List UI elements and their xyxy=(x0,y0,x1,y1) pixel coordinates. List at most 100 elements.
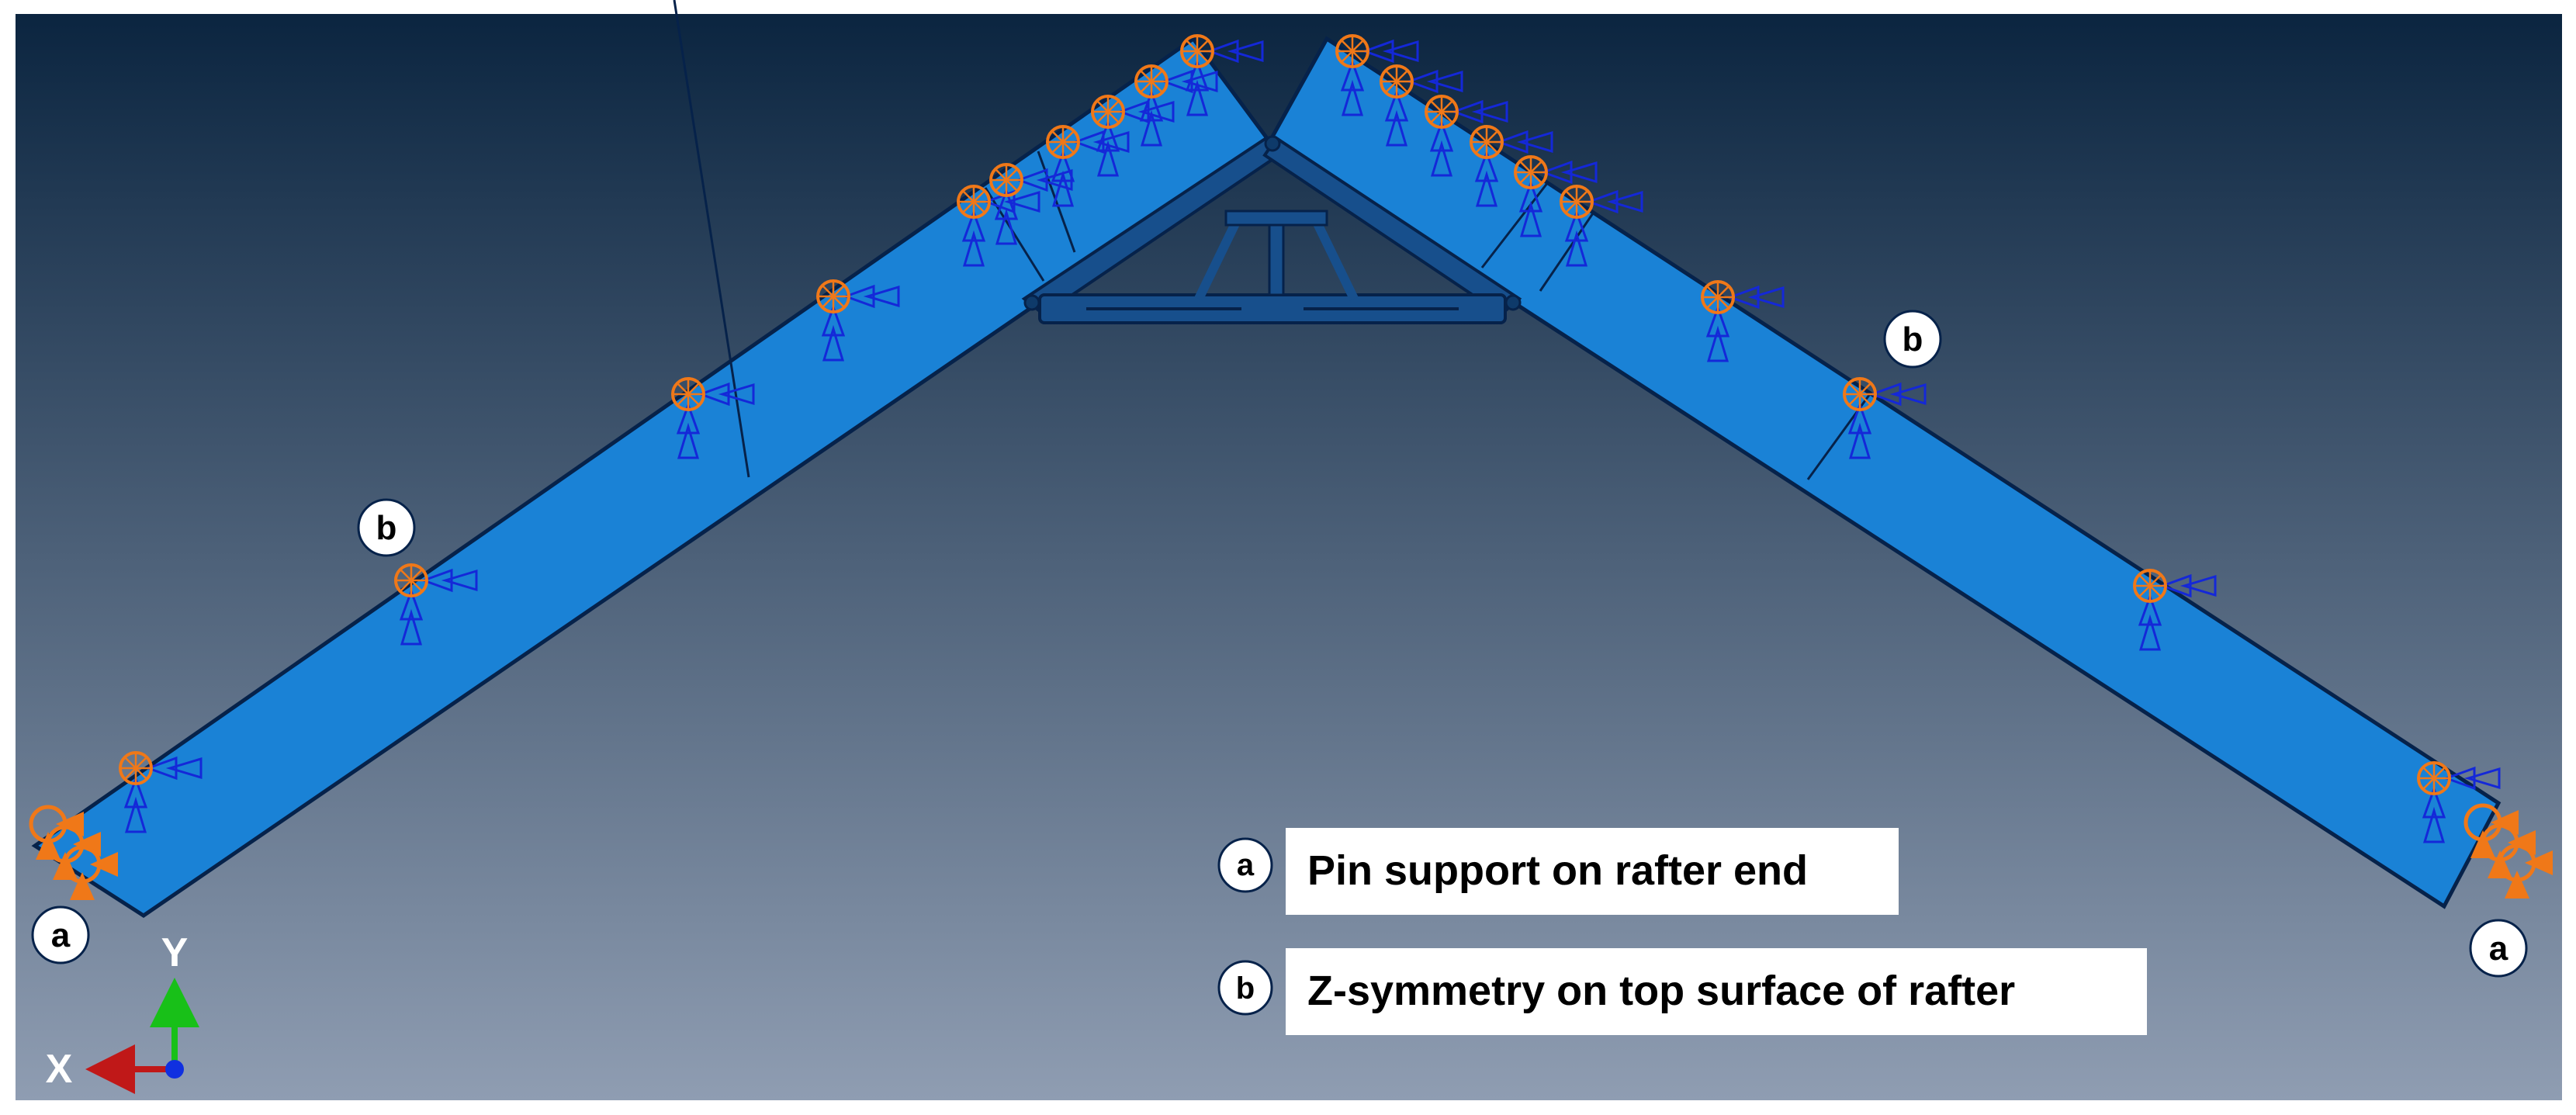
z-symmetry-markers xyxy=(119,34,2501,843)
callout-letter: a xyxy=(51,916,71,954)
symmetry-cone xyxy=(123,775,148,833)
rafter-right[interactable] xyxy=(1265,36,2502,909)
wheel-spoke xyxy=(1474,130,1499,154)
symmetry-cone xyxy=(1495,130,1553,154)
pin-support-markers xyxy=(29,803,2553,900)
z-symmetry-bc-marker xyxy=(1514,155,1598,237)
wheel-spoke xyxy=(961,189,986,214)
symmetry-cone xyxy=(1868,382,1927,407)
symmetry-cone xyxy=(399,587,424,646)
pin-cone xyxy=(70,872,95,900)
z-symmetry-bc-marker xyxy=(1701,280,1785,362)
pin-cone xyxy=(2505,871,2529,899)
legend-key-badge xyxy=(1217,960,1273,1016)
wheel-spoke xyxy=(1847,382,1872,407)
callout-circle xyxy=(1883,310,1942,369)
z-symmetry-bc-marker xyxy=(1335,34,1419,116)
legend-key-letter: b xyxy=(1236,971,1255,1006)
wheel-spoke xyxy=(1518,160,1543,185)
wheel-spoke xyxy=(1340,39,1365,64)
symmetry-cone xyxy=(961,209,986,267)
legend: a Pin support on rafter end b Z-symmetry… xyxy=(1217,828,2147,1035)
callout-badge-b: b xyxy=(1883,310,1942,369)
callout-badge-b: b xyxy=(357,498,416,557)
legend-item-b: b Z-symmetry on top surface of rafter xyxy=(1217,948,2147,1035)
wheel-spoke xyxy=(821,284,846,309)
z-symmetry-bc-marker xyxy=(119,751,203,833)
pin-joint xyxy=(1504,294,1522,311)
rafter-right-body[interactable] xyxy=(1265,36,2502,909)
callout-labels: a b b a xyxy=(31,310,2528,978)
callout-badge-a: a xyxy=(31,906,90,964)
legend-text: Pin support on rafter end xyxy=(1307,847,1808,894)
callout-letter: b xyxy=(1903,320,1923,358)
axis-triad: Y X xyxy=(46,930,199,1094)
symmetry-cone xyxy=(842,284,900,309)
legend-key-letter: a xyxy=(1237,848,1255,882)
symmetry-cone xyxy=(1361,39,1419,64)
z-symmetry-bc-marker xyxy=(2417,761,2501,843)
pin-support-bc-marker xyxy=(2463,803,2553,899)
wheel-spoke xyxy=(2422,766,2446,791)
knee-bracket-assembly[interactable] xyxy=(1021,135,1522,324)
symmetry-cone xyxy=(1847,401,1872,459)
hanger-post[interactable] xyxy=(1268,223,1285,296)
callout-letter: a xyxy=(2489,930,2508,968)
z-symmetry-bc-marker xyxy=(1134,64,1218,147)
wheel-spoke xyxy=(1096,99,1120,124)
symmetry-cone xyxy=(2159,573,2217,598)
symmetry-cone xyxy=(1384,88,1409,147)
symmetry-cone xyxy=(821,303,846,362)
hanger-strut-right[interactable] xyxy=(1311,216,1359,301)
y-axis-label: Y xyxy=(161,930,189,975)
z-symmetry-bc-marker xyxy=(1180,34,1264,116)
symmetry-cone xyxy=(1340,58,1365,116)
pin-cone xyxy=(90,852,118,877)
z-symmetry-bc-marker xyxy=(816,279,900,362)
pin-support-bc-marker xyxy=(29,805,118,900)
z-symmetry-bc-marker xyxy=(1470,125,1553,207)
wheel-spoke xyxy=(2138,573,2162,598)
z-symmetry-bc-marker xyxy=(1380,64,1463,147)
rafter-left-partition xyxy=(1037,151,1076,253)
wheel-spoke xyxy=(1705,285,1730,310)
x-axis-label: X xyxy=(46,1047,73,1092)
z-symmetry-bc-marker xyxy=(1425,95,1508,177)
hanger-strut-left[interactable] xyxy=(1194,216,1242,301)
pin-cone xyxy=(2525,850,2553,875)
symmetry-cone xyxy=(1450,99,1508,124)
pin-joint xyxy=(1023,294,1040,311)
viewport-background xyxy=(16,14,2562,1100)
symmetry-cone xyxy=(2443,766,2501,791)
symmetry-cone xyxy=(1539,160,1598,185)
z-symmetry-bc-marker xyxy=(1560,185,1643,267)
wheel-spoke xyxy=(676,382,701,407)
z-symmetry-bc-marker xyxy=(671,377,755,459)
symmetry-cone xyxy=(1585,189,1643,214)
symmetry-cone xyxy=(1139,88,1164,147)
wheel-spoke xyxy=(399,568,424,593)
wheel-spoke xyxy=(1185,39,1210,64)
wheel-spoke xyxy=(1564,189,1589,214)
wheel-spoke xyxy=(123,756,148,781)
symmetry-cone xyxy=(1705,304,1730,362)
callout-badge-a: a xyxy=(2469,919,2528,978)
symmetry-cone xyxy=(1096,119,1120,177)
symmetry-cone xyxy=(1564,209,1589,267)
symmetry-cone xyxy=(994,187,1019,245)
legend-text: Z-symmetry on top surface of rafter xyxy=(1307,968,2015,1014)
hanger-head[interactable] xyxy=(1224,209,1328,227)
z-symmetry-bc-marker xyxy=(394,563,478,646)
wheel-spoke xyxy=(1051,130,1075,154)
symmetry-cone xyxy=(697,382,755,407)
symmetry-cone xyxy=(1474,149,1499,207)
wheel-spoke xyxy=(1139,69,1164,94)
z-symmetry-bc-marker xyxy=(989,163,1073,245)
symmetry-cone xyxy=(1206,39,1264,64)
z-symmetry-bc-marker xyxy=(1843,377,1927,459)
legend-text-box xyxy=(1286,948,2147,1035)
callout-circle xyxy=(2469,919,2528,978)
rafter-right-partition xyxy=(1539,210,1596,292)
rafter-left-partition xyxy=(984,187,1045,282)
